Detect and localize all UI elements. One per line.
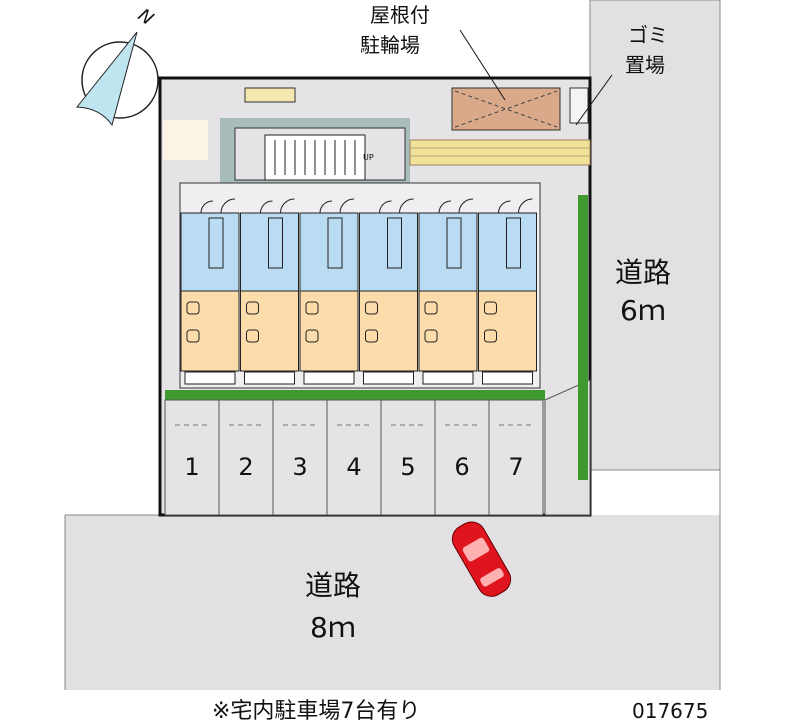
bottom-road <box>65 515 720 690</box>
bike-shelter <box>451 87 561 131</box>
apartment-unit <box>478 198 537 385</box>
parking-space-number: 4 <box>346 453 361 481</box>
parking-space: 4 <box>326 399 382 516</box>
parking-space: 6 <box>434 399 490 516</box>
parking-space-number: 2 <box>238 453 253 481</box>
right-road-width: 6ｍ <box>620 294 666 327</box>
parking-space-number: 6 <box>454 453 469 481</box>
footer-note: ※宅内駐車場7台有り <box>212 699 420 724</box>
parking-space-number: 1 <box>184 453 199 481</box>
bike-shelter-label-1: 屋根付 <box>370 3 430 27</box>
apartment-unit <box>240 198 299 385</box>
parking-space: 5 <box>380 399 436 516</box>
compass-icon: N <box>75 5 159 127</box>
north-label: N <box>134 5 157 30</box>
bottom-road-width: 8ｍ <box>310 611 356 644</box>
stair-treads <box>274 140 356 175</box>
parking-space: 7 <box>488 399 544 516</box>
apartment-unit <box>359 198 418 385</box>
brick-path <box>409 139 591 166</box>
parking-space-number: 5 <box>400 453 415 481</box>
garbage-area <box>569 87 589 124</box>
garbage-label-2: 置場 <box>625 53 665 77</box>
parking-space-number: 3 <box>292 453 307 481</box>
hedge-right <box>578 195 588 480</box>
parking-space-number: 7 <box>508 453 523 481</box>
stair-up-label: UP <box>363 153 374 162</box>
bike-shelter-label-2: 駐輪場 <box>360 33 420 57</box>
units-group <box>180 198 537 385</box>
garbage-label-1: ゴミ <box>628 23 668 47</box>
mailboxes <box>244 87 296 103</box>
property-code: 017675 <box>632 699 708 723</box>
car-icon <box>451 521 512 597</box>
apartment-unit <box>418 198 478 385</box>
parking-space: 3 <box>272 399 328 516</box>
hedge-bottom <box>165 390 545 400</box>
parking-space: 2 <box>218 399 274 516</box>
parking-group: 1 2 3 4 5 6 7 <box>164 399 544 516</box>
apartment-unit <box>299 198 359 385</box>
right-road-name: 道路 <box>615 256 671 289</box>
parking-space: 1 <box>164 399 220 516</box>
apartment-unit <box>180 198 240 385</box>
bottom-road-name: 道路 <box>305 569 361 602</box>
right-road <box>589 0 721 471</box>
